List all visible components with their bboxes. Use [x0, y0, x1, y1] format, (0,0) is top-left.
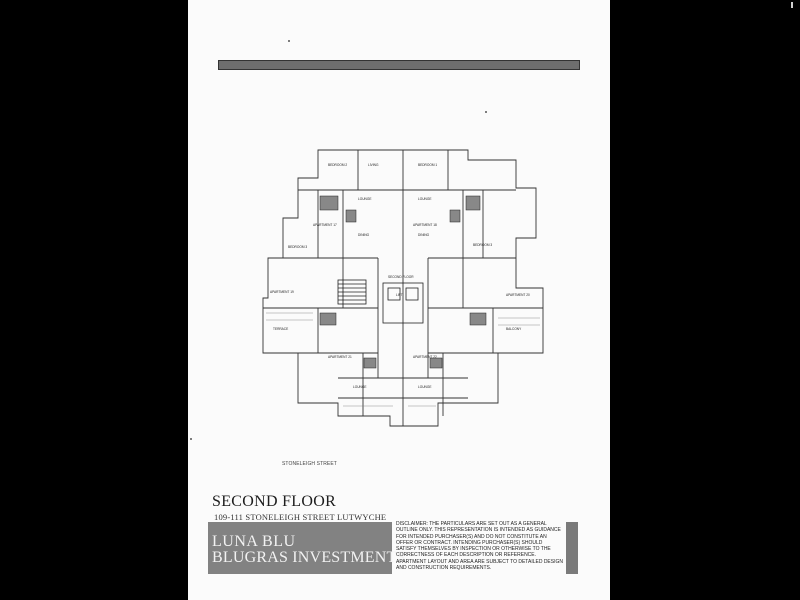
svg-text:LOUNGE: LOUNGE — [418, 385, 431, 389]
brand-company: BLUGRAS INVESTMENTS — [212, 549, 406, 566]
svg-text:BEDROOM 1: BEDROOM 1 — [418, 163, 437, 167]
scan-mark — [791, 2, 793, 8]
svg-text:BEDROOM 2: BEDROOM 2 — [328, 163, 347, 167]
svg-text:BALCONY: BALCONY — [506, 327, 522, 331]
scan-speck — [190, 438, 192, 440]
lift-core — [382, 282, 424, 324]
label-apartment-19: APARTMENT 19 — [270, 290, 294, 294]
svg-text:LOUNGE: LOUNGE — [358, 197, 371, 201]
brand-strip — [566, 522, 578, 574]
disclaimer-text: DISCLAIMER: THE PARTICULARS ARE SET OUT … — [396, 521, 563, 572]
document-page: APARTMENT 17 APARTMENT 18 APARTMENT 19 A… — [188, 0, 610, 600]
label-apartment-20: APARTMENT 20 — [506, 293, 530, 297]
svg-text:SECOND FLOOR: SECOND FLOOR — [388, 275, 414, 279]
scan-speck — [288, 40, 290, 42]
label-apartment-17: APARTMENT 17 — [313, 223, 337, 227]
svg-text:LOUNGE: LOUNGE — [418, 197, 431, 201]
label-apartment-22: APARTMENT 22 — [413, 355, 437, 359]
header-bar — [218, 60, 580, 70]
brand-name: LUNA BLU — [212, 533, 296, 550]
svg-text:LIFT: LIFT — [396, 293, 403, 297]
brand-panel — [208, 522, 392, 574]
svg-text:BEDROOM 3: BEDROOM 3 — [288, 245, 307, 249]
page-title: SECOND FLOOR — [212, 493, 337, 510]
label-apartment-18: APARTMENT 18 — [413, 223, 437, 227]
svg-text:DINING: DINING — [358, 233, 370, 237]
svg-text:LOUNGE: LOUNGE — [353, 385, 366, 389]
label-apartment-21: APARTMENT 21 — [328, 355, 352, 359]
street-label: STONELEIGH STREET — [282, 461, 337, 467]
floor-plan-drawing: APARTMENT 17 APARTMENT 18 APARTMENT 19 A… — [262, 149, 544, 427]
svg-text:TERRACE: TERRACE — [273, 327, 288, 331]
address-line: 109-111 STONELEIGH STREET LUTWYCHE — [214, 512, 387, 522]
svg-text:BEDROOM 3: BEDROOM 3 — [473, 243, 492, 247]
svg-text:DINING: DINING — [418, 233, 430, 237]
north-mark — [485, 111, 487, 113]
svg-text:LIVING: LIVING — [368, 163, 379, 167]
